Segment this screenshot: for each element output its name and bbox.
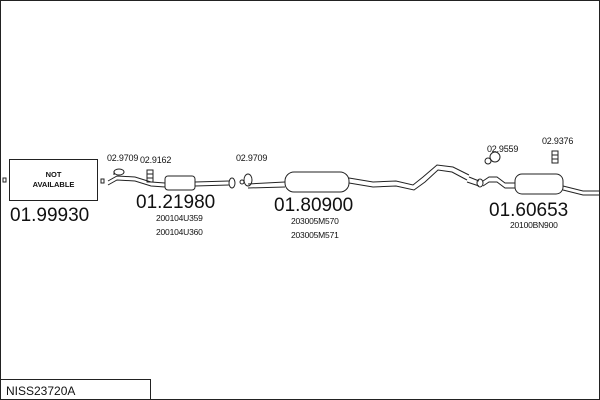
not-available-line-2: AVAILABLE <box>32 180 75 189</box>
front-connector-mark <box>100 178 105 184</box>
front-pipe-not-available-box: NOT AVAILABLE <box>9 159 98 201</box>
fitting-clamp-f2[interactable] <box>146 169 154 183</box>
model-code-box: NISS23720A <box>1 379 151 399</box>
oem-ref: 200104U359 <box>156 213 203 223</box>
fitting-ref-f4[interactable]: 02.9559 <box>487 144 519 154</box>
oem-ref: 203005M571 <box>291 230 339 240</box>
intermediate-pipe-drawing[interactable] <box>107 175 236 191</box>
oem-ref: 200104U360 <box>156 227 203 237</box>
centre-silencer-drawing[interactable] <box>247 164 470 193</box>
fitting-clamp-f1[interactable] <box>113 168 125 176</box>
fitting-ref-f5[interactable]: 02.9376 <box>542 136 574 146</box>
part-ref-intermediate-pipe[interactable]: 01.21980 <box>136 192 216 213</box>
part-ref-front-pipe[interactable]: 01.99930 <box>10 205 90 226</box>
fitting-clamp-f3[interactable] <box>239 173 253 187</box>
front-connector-mark <box>2 177 7 183</box>
fitting-clamp-f5[interactable] <box>551 150 559 164</box>
model-code: NISS23720A <box>6 384 76 398</box>
fitting-ref-f1[interactable]: 02.9709 <box>107 153 139 163</box>
part-ref-rear-silencer[interactable]: 01.60653 <box>489 200 569 221</box>
fitting-ref-f2[interactable]: 02.9162 <box>140 155 172 165</box>
oem-ref: 203005M570 <box>291 216 339 226</box>
part-ref-centre-silencer[interactable]: 01.80900 <box>274 195 354 216</box>
fitting-ref-f3[interactable]: 02.9709 <box>236 153 268 163</box>
oem-ref: 20100BN900 <box>510 220 558 230</box>
fitting-clamp-f4[interactable] <box>484 151 501 165</box>
not-available-line-1: NOT <box>45 169 62 179</box>
rear-silencer-drawing[interactable] <box>466 173 599 196</box>
